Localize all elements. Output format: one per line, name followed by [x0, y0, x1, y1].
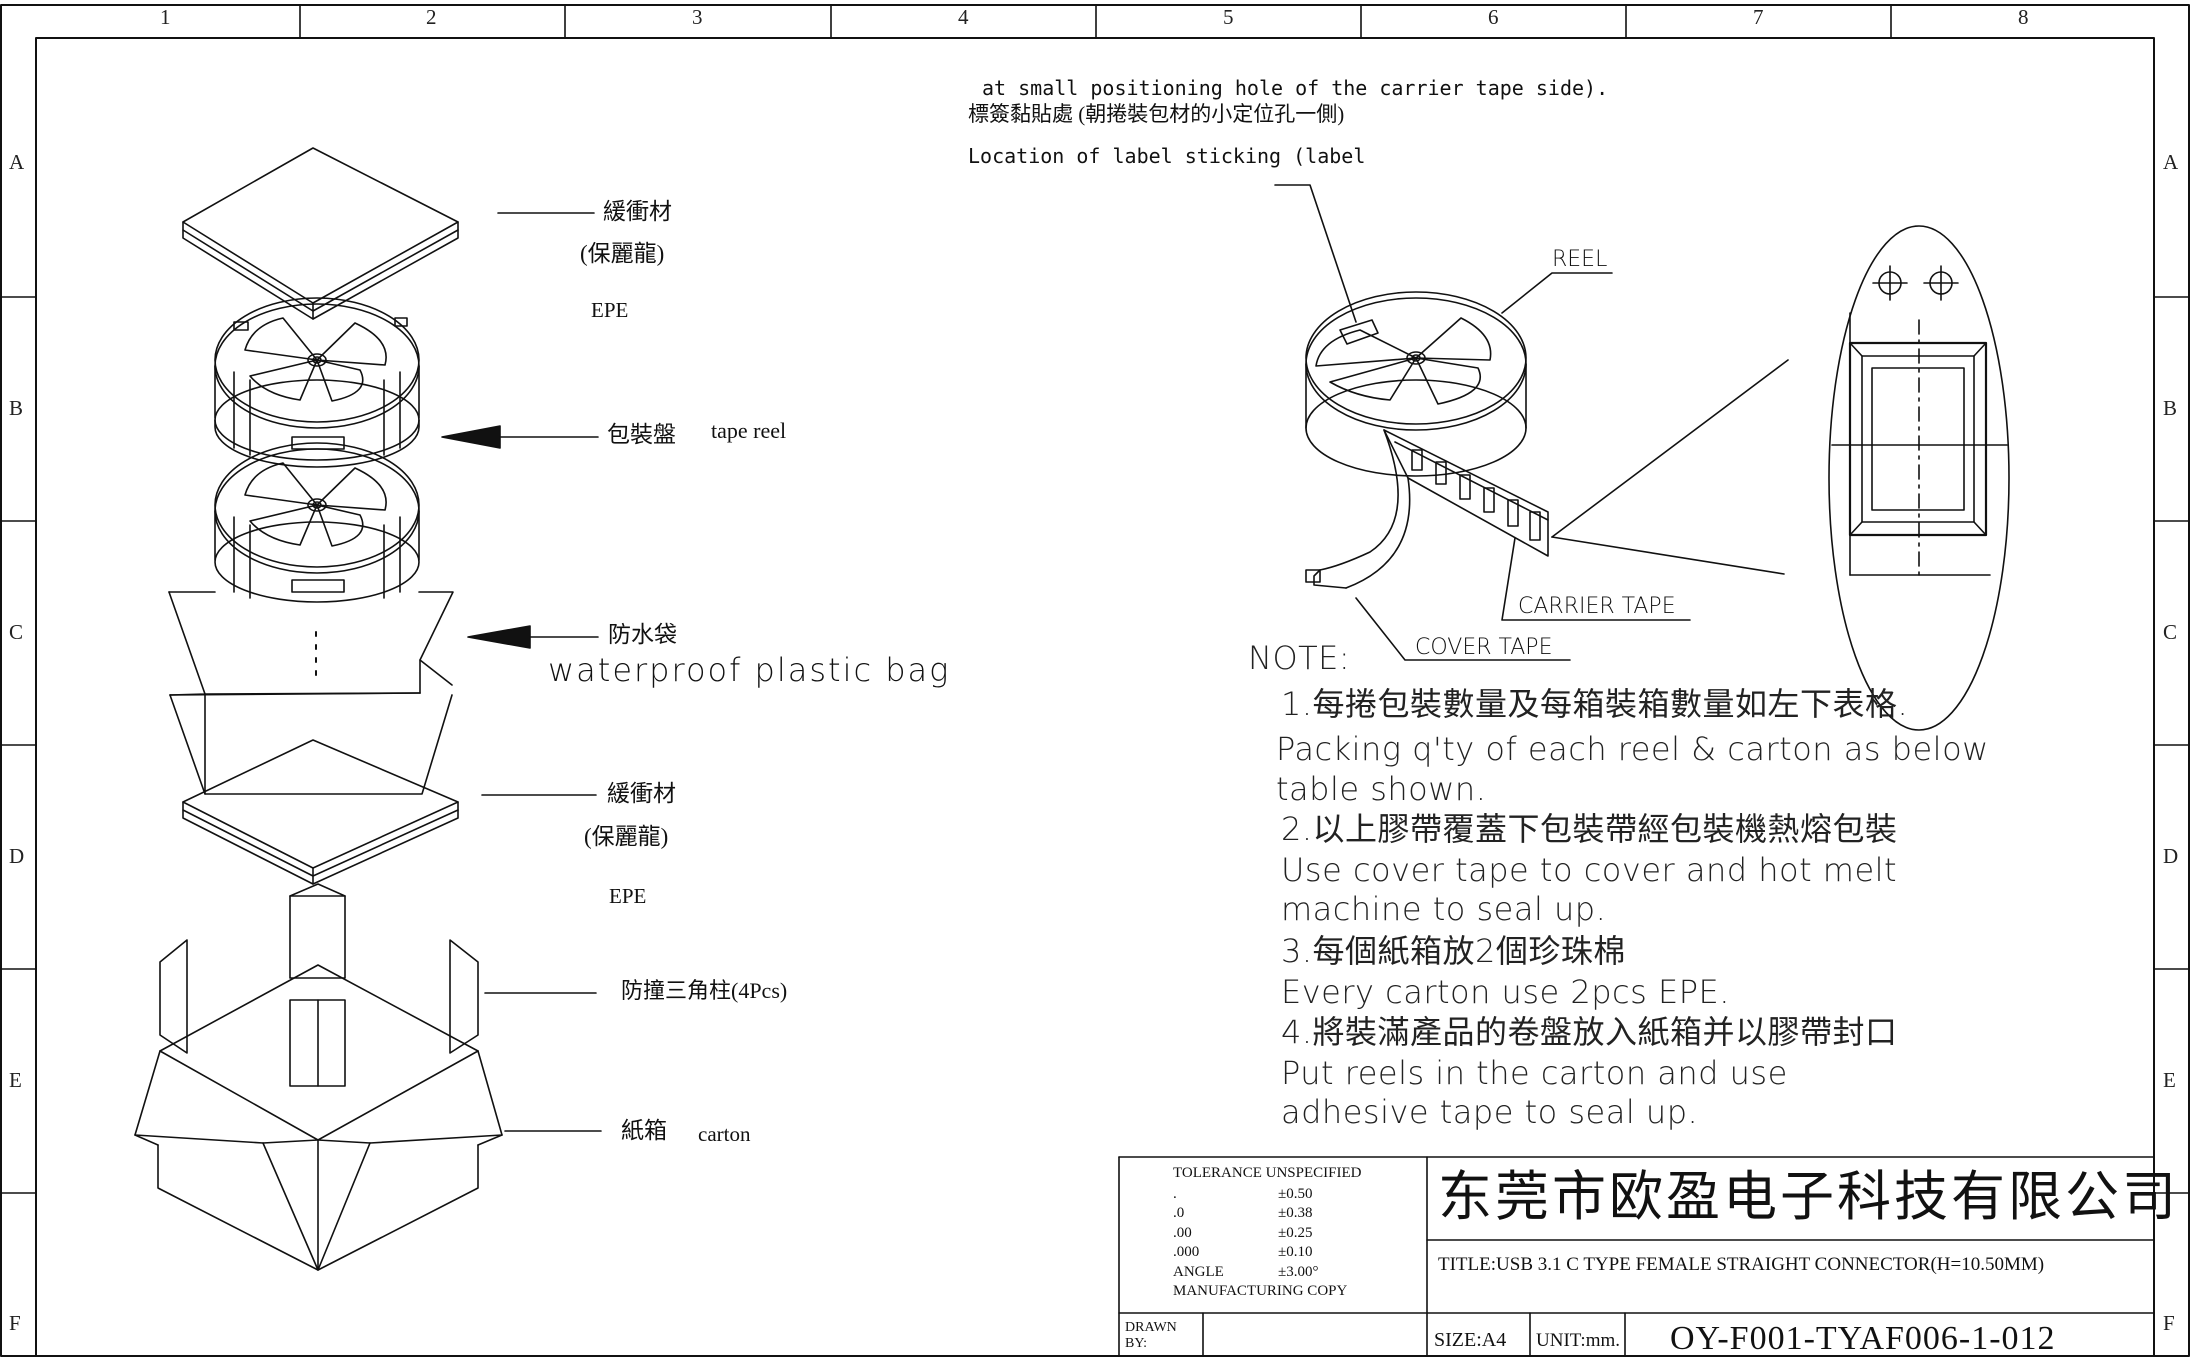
grid-row-label: C: [9, 620, 24, 644]
grid-row-label: D: [9, 844, 25, 868]
grid-column-label: 3: [692, 5, 703, 29]
note-line: Packing q'ty of each reel & carton as be…: [1276, 730, 1989, 768]
grid-row-label: F: [9, 1311, 21, 1335]
grid-column-label: 6: [1488, 5, 1499, 29]
grid-row-label: A: [2163, 150, 2179, 174]
tolerance-key: ANGLE: [1173, 1264, 1224, 1280]
grid-row-label: F: [2163, 1311, 2175, 1335]
notes-title: NOTE:: [1248, 639, 1351, 677]
grid-column-label: 1: [160, 5, 171, 29]
carrier-tape-label: CARRIER TAPE: [1518, 594, 1676, 619]
note-line: Use cover tape to cover and hot melt: [1281, 851, 1898, 889]
tolerance-key: .0: [1173, 1205, 1185, 1221]
grid-row-label: A: [9, 150, 25, 174]
bag-label-en: waterproof plastic bag: [548, 651, 951, 689]
tolerance-value: ±0.25: [1278, 1225, 1313, 1241]
grid-column-label: 4: [958, 5, 969, 29]
bottom-cushion-label-en: EPE: [609, 884, 647, 908]
carton-label-en: carton: [698, 1122, 751, 1146]
label-location-line2: 標簽黏貼處 (朝捲裝包材的小定位孔一側): [968, 102, 1345, 126]
note-line: Put reels in the carton and use: [1281, 1054, 1788, 1092]
top-cushion-label-sub: (保麗龍): [580, 241, 665, 266]
company-name: 东莞市欧盈电子科技有限公司: [1438, 1167, 2179, 1227]
grid-row-label: B: [9, 396, 24, 420]
grid-row-label: D: [2163, 844, 2179, 868]
grid-row-label: C: [2163, 620, 2178, 644]
bottom-cushion-label-sub: (保麗龍): [584, 824, 669, 849]
left-leader-lines: [441, 212, 602, 1132]
top-cushion-label-en: EPE: [591, 298, 629, 322]
grid-column-label: 8: [2018, 5, 2029, 29]
tolerance-value: ±0.10: [1278, 1244, 1313, 1260]
corner-post-label: 防撞三角柱(4Pcs): [621, 978, 788, 1003]
grid-row-label: B: [2163, 396, 2178, 420]
label-location-line3: Location of label sticking (label: [968, 144, 1366, 168]
tolerance-key: .000: [1173, 1244, 1200, 1260]
bag-label-zh: 防水袋: [608, 622, 677, 647]
note-line: adhesive tape to seal up.: [1281, 1093, 1699, 1131]
note-line: table shown.: [1276, 770, 1487, 808]
note-line: machine to seal up.: [1281, 890, 1607, 928]
grid-column-label: 2: [426, 5, 437, 29]
tolerance-key: .: [1173, 1186, 1177, 1202]
pocket-detail-illustration: [1551, 225, 2010, 731]
top-cushion-label-zh: 緩衝材: [603, 199, 672, 224]
tolerance-value: ±0.38: [1278, 1205, 1313, 1221]
note-line: Every carton use 2pcs EPE.: [1281, 973, 1730, 1011]
carton-label-zh: 紙箱: [621, 1118, 667, 1143]
note-line: 2.以上膠帶覆蓋下包裝帶經包裝機熱熔包裝: [1281, 810, 1898, 848]
tape-reel-label-zh: 包裝盤: [607, 422, 676, 447]
carton-illustration: [134, 883, 503, 1271]
exploded-reel-2: [214, 442, 420, 603]
tape-reel-label-en: tape reel: [711, 418, 787, 443]
note-line: 3.每個紙箱放2個珍珠棉: [1281, 932, 1626, 970]
sheet-frame: [0, 4, 2190, 1357]
drawn-by-label: DRAWN BY:: [1125, 1320, 1177, 1352]
grid-column-label: 7: [1753, 5, 1764, 29]
note-line: 1.每捲包裝數量及每箱裝箱數量如左下表格.: [1281, 685, 1909, 723]
part-number: OY-F001-TYAF006-1-012: [1670, 1320, 2056, 1357]
drawing-title: TITLE:USB 3.1 C TYPE FEMALE STRAIGHT CON…: [1438, 1254, 2045, 1275]
label-location-line1: at small positioning hole of the carrier…: [982, 76, 1609, 100]
tolerance-key: .00: [1173, 1225, 1192, 1241]
cover-tape-label: COVER TAPE: [1415, 635, 1553, 660]
exploded-reel-1: [214, 297, 420, 468]
waterproof-bag-illustration: [168, 591, 454, 795]
grid-column-label: 5: [1223, 5, 1234, 29]
tolerance-title: TOLERANCE UNSPECIFIED: [1173, 1165, 1362, 1181]
size-label: SIZE:A4: [1434, 1329, 1507, 1351]
grid-row-label: E: [2163, 1068, 2176, 1092]
reel-label: REEL: [1552, 247, 1608, 272]
grid-row-label: E: [9, 1068, 22, 1092]
title-block-frame: [1118, 1156, 2155, 1357]
tolerance-value: ±3.00°: [1278, 1264, 1319, 1280]
unit-label: UNIT:mm.: [1536, 1330, 1621, 1351]
bottom-cushion-label-zh: 緩衝材: [607, 781, 676, 806]
note-line: 4.將裝滿產品的卷盤放入紙箱并以膠帶封口: [1281, 1013, 1898, 1051]
bottom-cushion-illustration: [182, 739, 459, 885]
top-cushion-illustration: [182, 147, 459, 320]
tolerance-value: ±0.50: [1278, 1186, 1313, 1202]
copy-label: MANUFACTURING COPY: [1173, 1283, 1348, 1299]
reel-detail-illustration: [1274, 184, 1691, 661]
